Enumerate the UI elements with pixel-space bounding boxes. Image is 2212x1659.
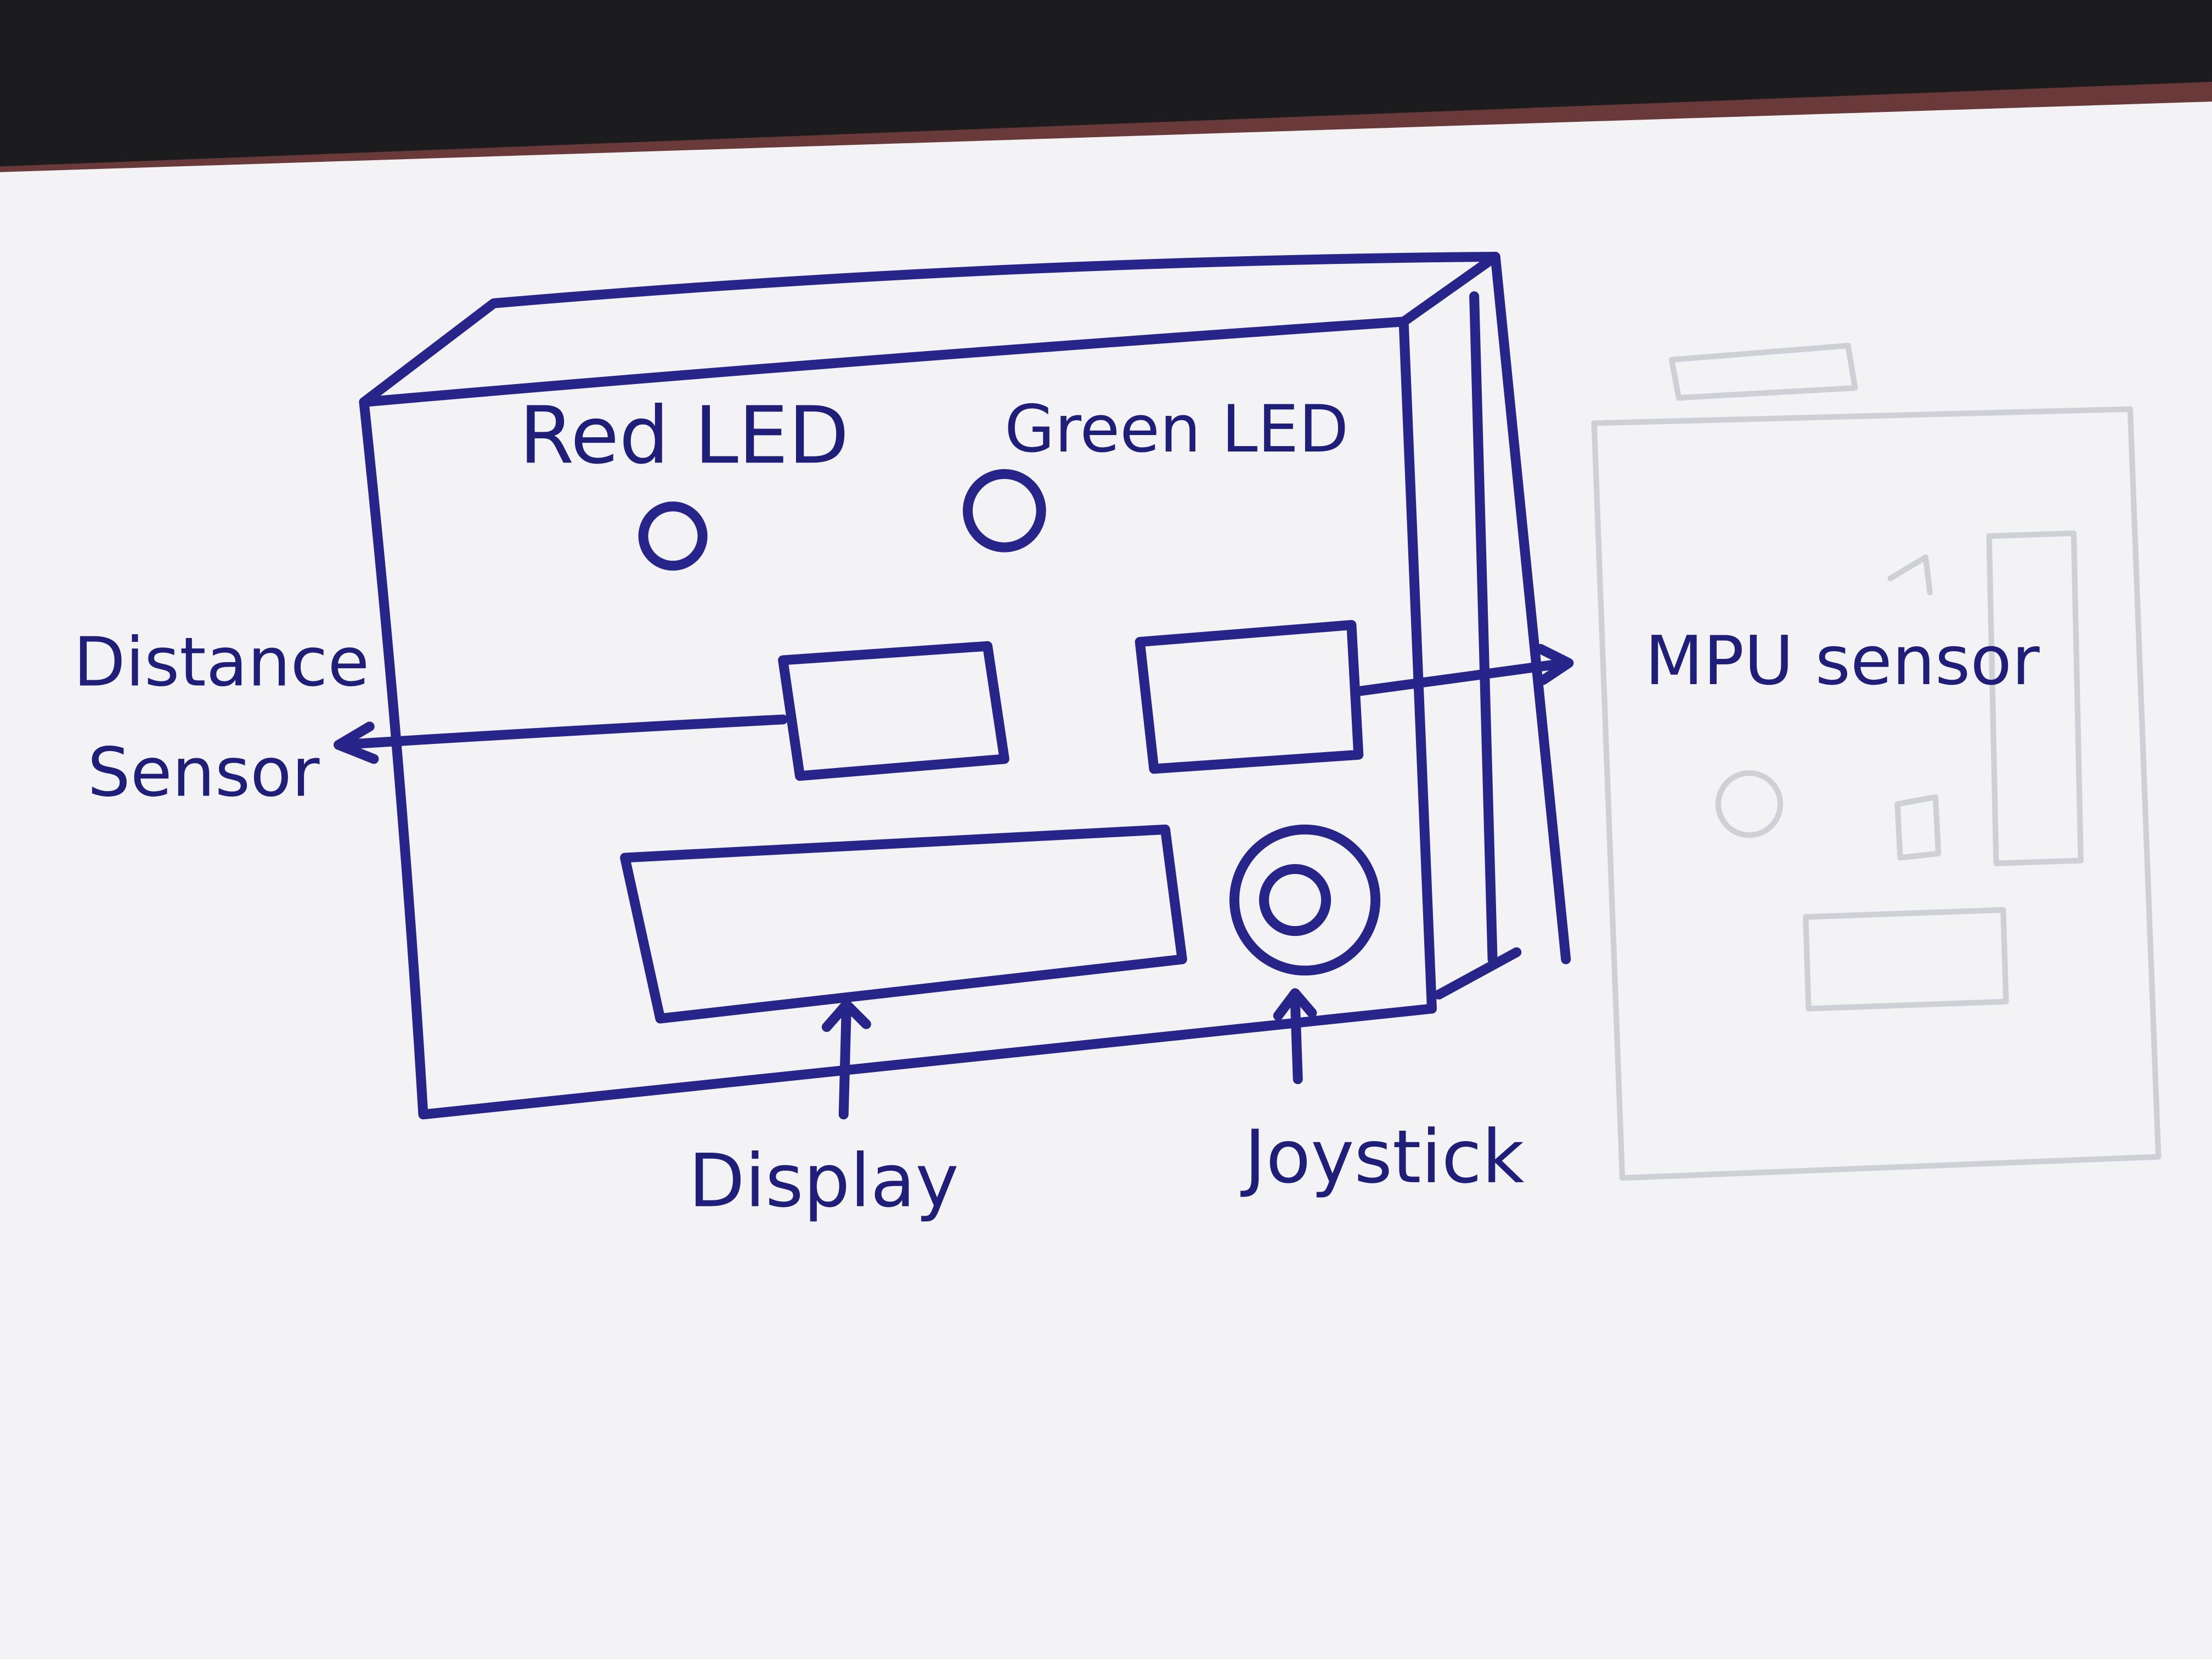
- display-arrow-line: [838, 1003, 851, 1120]
- ghost-tall-rect: [1986, 530, 2084, 866]
- ghost-circle: [1715, 770, 1784, 838]
- bleed-through-sketch: [1591, 342, 2162, 1181]
- enclosure-front-face: [359, 317, 1437, 1120]
- green-led-label: Green LED: [1005, 391, 1348, 467]
- mpu-sensor-arrowhead: [1536, 644, 1574, 685]
- device-enclosure: [359, 252, 1571, 1120]
- enclosure-top-face: [359, 252, 1500, 407]
- distance-sensor-box: [778, 641, 1009, 781]
- mpu-sensor-arrow-line: [1353, 658, 1571, 696]
- mpu-sensor-box: [1135, 620, 1364, 774]
- joystick-arrowhead: [1273, 988, 1317, 1021]
- distance-sensor-label-line1: Distance: [74, 623, 370, 702]
- enclosure-right-edge: [1490, 252, 1571, 964]
- red-led-icon: [638, 501, 708, 571]
- ghost-mark-2: [1894, 794, 1942, 861]
- joystick-outer-ring: [1229, 825, 1381, 976]
- mpu-sensor-label: MPU sensor: [1645, 622, 2040, 701]
- distance-sensor-label-line2: Sensor: [87, 733, 319, 812]
- ghost-box: [1591, 406, 2162, 1181]
- display-label: Display: [689, 1138, 959, 1224]
- enclosure-bottom-corner: [1434, 947, 1522, 1000]
- ghost-small-rect: [1669, 342, 1858, 401]
- ghost-mark: [1887, 554, 1933, 596]
- distance-sensor-arrow-line: [334, 714, 788, 750]
- distance-sensor-arrowhead: [334, 721, 379, 764]
- display-box: [620, 825, 1187, 1024]
- enclosure-depth-line: [1469, 291, 1498, 964]
- green-led-icon: [963, 469, 1046, 552]
- joystick-label: Joystick: [1240, 1114, 1525, 1200]
- paper-sheet: [0, 101, 2212, 1659]
- ghost-wide-rect: [1803, 907, 2009, 1012]
- joystick-arrow-line: [1290, 994, 1303, 1085]
- joystick-knob: [1259, 864, 1331, 936]
- display-arrowhead: [821, 999, 871, 1032]
- red-led-label: Red LED: [519, 389, 849, 481]
